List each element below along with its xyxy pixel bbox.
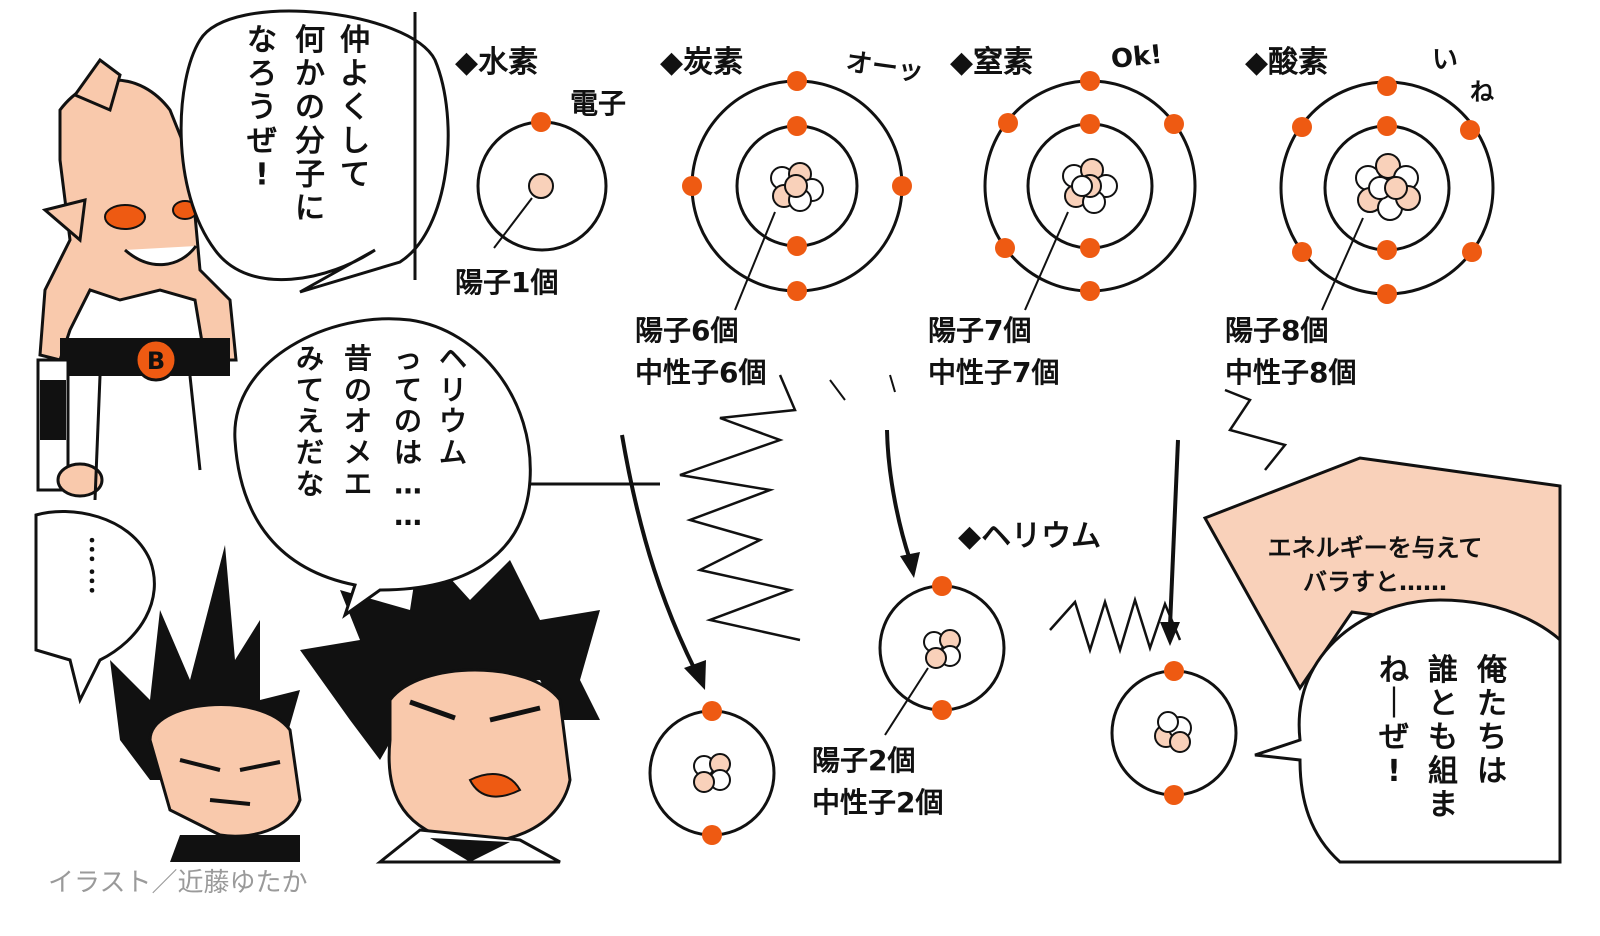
oxygen-neutrons: 中性子8個 [1225,356,1356,389]
energy-burst-left [679,374,801,642]
carbon-electron [682,176,702,196]
nitrogen-protons: 陽子7個 [928,314,1031,347]
speech-bubble-2 [233,317,532,619]
nitrogen-neutrons: 中性子7個 [928,356,1059,389]
arrow-to-helium-left [620,434,698,673]
energy-arrow-line-1: エネルギーを与えて [1268,534,1483,562]
carbon-title: ◆炭素 [660,45,743,80]
bubble-1-column-2: 何かの分子に [295,23,325,226]
oxygen-electron [1462,242,1482,262]
oxygen-nucleus [1355,153,1421,221]
character-spiky-right [300,545,600,864]
bubble-1-column-1: 仲よくして [340,23,370,192]
belt-badge [134,338,178,382]
nitrogen-electron [998,113,1018,133]
oxygen-title: ◆酸素 [1245,45,1328,80]
nitrogen-leader-line [1024,211,1069,311]
carbon-neutrons: 中性子6個 [635,356,766,389]
speech-bubble-4-text: 俺たちは 誰とも組ま ね｜ぜ! [1379,653,1508,822]
carbon-electron [787,236,807,256]
helium-nucleus-left [693,753,731,793]
helium-electron [932,700,952,720]
hydrogen-proton-label: 陽子1個 [455,266,558,299]
bubble-2-column-2: ってのは…… [394,342,422,532]
illustration-credit: イラスト／近藤ゆたか [48,868,307,898]
helium-nucleus [923,629,961,669]
nitrogen-title: ◆窒素 [950,45,1033,80]
oxygen-sfx-2: ね [1470,78,1494,106]
electron-label: 電子 [570,87,626,120]
hydrogen-electron [531,112,551,132]
speech-bubble-2-text: ヘリウム ってのは…… 昔のオメエ みてえだな [296,342,467,532]
carbon-electron [787,281,807,301]
bubble-3-text: ︙︙ [78,534,106,598]
arrow-head [1160,622,1180,646]
helium-electron [702,825,722,845]
oxygen-leader-line [1321,217,1364,311]
nitrogen-electron [1080,114,1100,134]
oxygen-electron [1377,284,1397,304]
helium-electron [932,576,952,596]
oxygen-electron [1377,116,1397,136]
carbon-electron [892,176,912,196]
carbon-leader-line [734,211,776,311]
arrow-head [900,552,920,578]
bubble-4-column-2: 誰とも組ま [1428,653,1458,822]
helium-electron [1164,661,1184,681]
nitrogen-electron [995,238,1015,258]
oxygen-electron [1377,240,1397,260]
belt-badge-letter: B [147,347,165,375]
speech-bubble-1 [179,9,450,294]
helium-title: ◆ヘリウム [958,519,1101,554]
arrow-to-helium-right [1168,439,1180,627]
helium-protons: 陽子2個 [812,744,915,777]
bubble-4-column-1: 俺たちは [1476,653,1508,789]
bubble-1-column-3: なろうぜ! [247,23,277,192]
oxygen-electron [1460,120,1480,140]
hydrogen-title: ◆水素 [455,45,538,80]
oxygen-electron [1377,76,1397,96]
speech-bubble-4 [1254,598,1562,864]
arrow-to-helium-center [885,429,912,561]
nitrogen-electron [1080,281,1100,301]
nitrogen-electron [1164,114,1184,134]
nitrogen-sfx: Ok! [1110,40,1164,75]
speed-line [829,379,846,401]
helium-electron [702,701,722,721]
oxygen-electron [1292,242,1312,262]
nitrogen-electron [1080,238,1100,258]
oxygen-protons: 陽子8個 [1225,314,1328,347]
speech-bubble-1-text: 仲よくして 何かの分子に なろうぜ! [247,23,370,226]
bubble-2-column-4: みてえだな [296,342,324,500]
carbon-nucleus [770,162,824,212]
helium-neutrons: 中性子2個 [812,786,943,819]
carbon-electron [787,71,807,91]
helium-leader-line [884,667,929,736]
helium-nucleus-right [1154,711,1192,753]
speed-line [889,374,896,393]
helium-electron [1164,785,1184,805]
carbon-protons: 陽子6個 [635,314,738,347]
bubble-2-column-3: 昔のオメエ [344,342,372,500]
energy-burst-right [1224,388,1288,471]
nitrogen-electron [1080,71,1100,91]
speech-bubble-3 [34,509,156,705]
arrow-head [684,660,706,690]
energy-arrow-line-2: バラすと…… [1303,568,1447,596]
carbon-electron [787,116,807,136]
energy-burst-center [1049,595,1182,655]
bubble-4-column-3: ね｜ぜ! [1379,653,1409,789]
oxygen-electron [1292,117,1312,137]
oxygen-sfx-1: い [1432,45,1458,75]
hydrogen-proton [528,173,554,199]
character-spiky-left [110,545,302,862]
bubble-2-column-1: ヘリウム [439,342,467,469]
hydrogen-leader-line [493,197,533,249]
nitrogen-nucleus [1062,158,1118,214]
